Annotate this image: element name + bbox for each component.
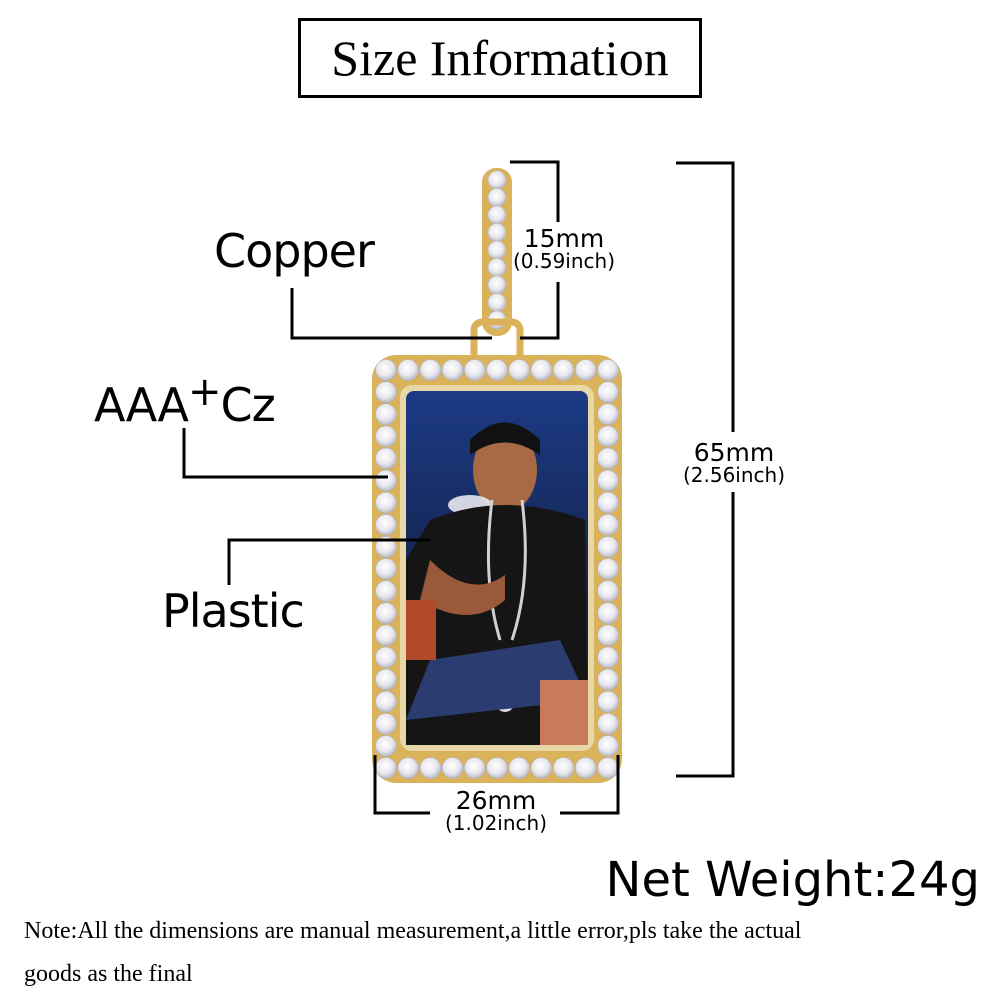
- width-dimension: 26mm (1.02inch): [444, 786, 548, 835]
- rhinestone: [597, 712, 619, 735]
- rhinestone: [375, 558, 397, 580]
- rhinestone: [397, 359, 420, 381]
- rhinestone: [487, 205, 507, 225]
- rhinestone: [597, 580, 619, 602]
- rhinestone: [597, 690, 619, 713]
- rhinestone: [597, 469, 619, 492]
- note-line-1: Note:All the dimensions are manual measu…: [24, 918, 802, 944]
- rhinestone: [597, 447, 619, 470]
- rhinestone: [552, 359, 575, 381]
- rhinestone: [487, 293, 507, 312]
- rhinestone: [597, 513, 619, 536]
- rhinestone: [375, 359, 397, 381]
- leader-lines: [182, 288, 492, 585]
- rhinestone: [419, 359, 442, 381]
- rhinestone: [463, 757, 486, 779]
- rhinestone: [597, 381, 619, 403]
- rhinestone: [375, 381, 397, 403]
- rhinestone: [375, 447, 397, 470]
- rhinestone: [487, 223, 507, 242]
- rhinestone: [597, 536, 619, 558]
- rhinestone: [487, 170, 507, 190]
- rhinestone: [419, 757, 442, 779]
- bail-width-dimension: 15mm (0.59inch): [512, 224, 616, 273]
- rhinestone: [375, 403, 397, 426]
- rhinestone: [597, 624, 619, 647]
- rhinestone: [597, 646, 619, 669]
- rhinestone: [597, 403, 619, 426]
- bail: [470, 168, 524, 366]
- rhinestone: [375, 425, 397, 448]
- rhinestone: [397, 757, 420, 779]
- rhinestone: [375, 735, 397, 757]
- rhinestone: [597, 735, 619, 757]
- rhinestone: [441, 757, 464, 779]
- note-line-2: goods as the final: [24, 961, 193, 987]
- rhinestone: [487, 275, 507, 295]
- dimension-lines: [373, 160, 735, 815]
- rhinestone: [552, 757, 575, 779]
- rhinestone: [487, 240, 507, 260]
- plastic-label: Plastic: [162, 584, 305, 638]
- rhinestone: [508, 757, 531, 779]
- rhinestone: [597, 558, 619, 580]
- rhinestone: [597, 757, 619, 779]
- rhinestone: [597, 491, 619, 514]
- rhinestone: [574, 757, 597, 779]
- rhinestone: [375, 668, 397, 691]
- rhinestone: [375, 513, 397, 536]
- rhinestone: [597, 425, 619, 448]
- page-title: Size Information: [298, 18, 702, 98]
- rhinestone: [375, 690, 397, 713]
- rhinestone: [375, 469, 397, 492]
- rhinestone: [441, 359, 464, 381]
- rhinestone: [463, 359, 486, 381]
- rhinestone: [375, 712, 397, 735]
- rhinestone: [375, 602, 397, 625]
- rhinestone: [375, 536, 397, 558]
- height-dimension: 65mm (2.56inch): [682, 438, 786, 487]
- rhinestone: [375, 580, 397, 602]
- rhinestone: [375, 757, 397, 779]
- rhinestone: [597, 602, 619, 625]
- rhinestone: [530, 359, 553, 381]
- rhinestone: [530, 757, 553, 779]
- rhinestone: [486, 359, 508, 381]
- rhinestone: [375, 491, 397, 514]
- rhinestone: [508, 359, 531, 381]
- rhinestone: [597, 359, 619, 381]
- rhinestone: [486, 757, 508, 779]
- rhinestone: [597, 668, 619, 691]
- rhinestone: [375, 624, 397, 647]
- copper-label: Copper: [214, 224, 375, 278]
- rhinestone: [375, 646, 397, 669]
- rhinestone: [487, 258, 507, 277]
- cz-label: AAA+Cz: [94, 369, 276, 432]
- rhinestone: [487, 188, 507, 207]
- photo-insert: [406, 391, 588, 745]
- net-weight: Net Weight:24g: [605, 852, 980, 908]
- rhinestone: [574, 359, 597, 381]
